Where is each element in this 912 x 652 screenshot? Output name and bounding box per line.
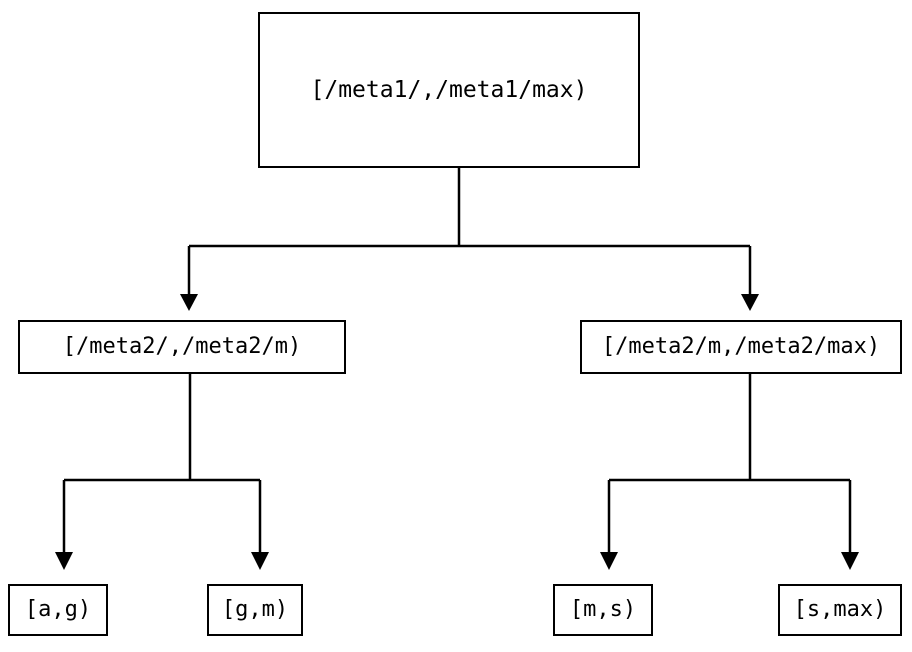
arrowhead-root-mid-right: [741, 294, 759, 311]
arrowhead-midleft-g-m: [251, 552, 269, 570]
node-root[interactable]: [/meta1/,/meta1/max): [258, 12, 640, 168]
node-mid-right-label: [/meta2/m,/meta2/max): [601, 334, 881, 359]
node-mid-right[interactable]: [/meta2/m,/meta2/max): [580, 320, 902, 374]
node-leaf-s-max-label: [s,max): [793, 597, 887, 622]
arrowhead-midright-s-max: [841, 552, 859, 570]
arrowhead-midright-m-s: [600, 552, 618, 570]
node-leaf-a-g-label: [a,g): [24, 597, 92, 622]
node-root-label: [/meta1/,/meta1/max): [310, 76, 588, 103]
node-leaf-g-m[interactable]: [g,m): [207, 584, 303, 636]
node-leaf-m-s-label: [m,s): [569, 597, 637, 622]
node-leaf-m-s[interactable]: [m,s): [553, 584, 653, 636]
arrowhead-root-mid-left: [180, 294, 198, 311]
node-leaf-g-m-label: [g,m): [221, 597, 289, 622]
node-leaf-s-max[interactable]: [s,max): [778, 584, 902, 636]
node-mid-left[interactable]: [/meta2/,/meta2/m): [18, 320, 346, 374]
node-mid-left-label: [/meta2/,/meta2/m): [62, 334, 302, 359]
arrowhead-midleft-a-g: [55, 552, 73, 570]
node-leaf-a-g[interactable]: [a,g): [8, 584, 108, 636]
